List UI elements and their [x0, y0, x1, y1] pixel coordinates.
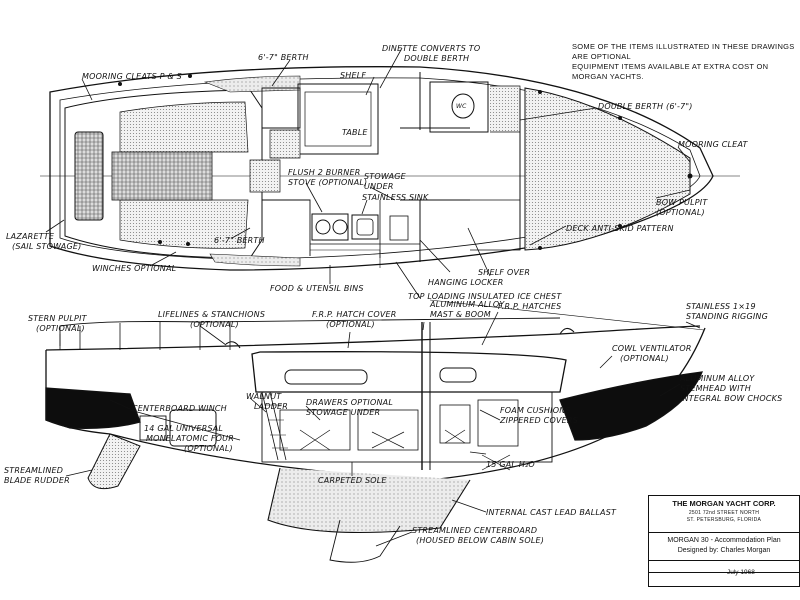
- label-lifelines-2: (OPTIONAL): [190, 320, 239, 329]
- label-sink: STAINLESS SINK: [362, 193, 429, 202]
- label-engine-2: ATOMIC FOUR: [176, 434, 234, 443]
- v-berth: [524, 87, 691, 251]
- label-sole: CARPETED SOLE: [318, 476, 387, 485]
- label-ice-chest: TOP LOADING INSULATED ICE CHEST: [408, 292, 562, 301]
- optional-equipment-note: SOME OF THE ITEMS ILLUSTRATED IN THESE D…: [572, 42, 800, 82]
- label-shelf-over-1: SHELF OVER: [478, 268, 531, 277]
- label-foam-2: ZIPPERED COVERS: [500, 416, 578, 425]
- label-water: 15 GAL H₂O: [486, 460, 535, 469]
- plan-hull-outline: [49, 66, 714, 271]
- label-berth-fwd: 6'-7" BERTH: [214, 236, 265, 245]
- drawing-date: July 1968: [727, 569, 755, 576]
- label-foam-1: FOAM CUSHIONS: [500, 406, 571, 415]
- label-stem-3: INTEGRAL BOW CHOCKS: [680, 394, 783, 403]
- label-berth-aft: 6'-7" BERTH: [258, 53, 309, 62]
- cockpit: [64, 89, 263, 259]
- firm-address-2: ST. PETERSBURG, FLORIDA: [686, 517, 762, 523]
- note-line-1: SOME OF THE ITEMS ILLUSTRATED IN THESE D…: [572, 42, 795, 61]
- label-ballast: INTERNAL CAST LEAD BALLAST: [486, 508, 617, 517]
- label-hatch-cover-1: F.R.P. HATCH COVER: [312, 310, 397, 319]
- title-block: THE MORGAN YACHT CORP. 2501 72nd STREET …: [648, 495, 800, 587]
- label-cowl-1: COWL VENTILATOR: [612, 344, 692, 353]
- note-line-2: EQUIPMENT ITEMS AVAILABLE AT EXTRA COST …: [572, 62, 769, 81]
- label-cb-2: (HOUSED BELOW CABIN SOLE): [416, 536, 545, 545]
- label-fuel-1: 14 GAL: [144, 424, 175, 433]
- label-rigging-2: STANDING RIGGING: [686, 312, 768, 321]
- label-mast-1: ALUMINUM ALLOY: [430, 300, 505, 309]
- label-table: TABLE: [342, 128, 368, 137]
- label-lazarette-1: LAZARETTE: [6, 232, 55, 241]
- rudder: [87, 433, 141, 490]
- label-lazarette-2: (SAIL STOWAGE): [12, 242, 82, 251]
- label-stem-2: STEMHEAD WITH: [680, 384, 751, 393]
- firm-name: THE MORGAN YACHT CORP.: [672, 499, 776, 508]
- label-bow-pulpit-1: BOW PULPIT: [656, 198, 708, 207]
- plan-view: [40, 66, 740, 271]
- plan-title: MORGAN 30 - Accommodation Plan: [667, 537, 781, 544]
- label-rigging-1: STAINLESS 1×19: [686, 302, 756, 311]
- label-stowage-2: UNDER: [364, 182, 394, 191]
- label-wc: WC: [456, 103, 467, 110]
- label-hatch-cover-2: (OPTIONAL): [326, 320, 375, 329]
- label-stern-pulpit-2: (OPTIONAL): [36, 324, 85, 333]
- label-dinette-2: DOUBLE BERTH: [404, 54, 470, 63]
- designer: Designed by: Charles Morgan: [677, 547, 771, 554]
- label-stern-pulpit-1: STERN PULPIT: [28, 314, 87, 323]
- label-cowl-2: (OPTIONAL): [620, 354, 669, 363]
- profile-leaders: [59, 311, 701, 547]
- label-stowage-1: STOWAGE: [364, 172, 406, 181]
- label-food-bins: FOOD & UTENSIL BINS: [270, 284, 364, 293]
- label-dinette-1: DINETTE CONVERTS TO: [382, 44, 481, 53]
- label-mooring-cleat: MOORING CLEAT: [678, 140, 748, 149]
- profile-view: [45, 299, 706, 563]
- label-walnut-1: WALNUT: [246, 392, 282, 401]
- firm-address-1: 2501 72nd STREET NORTH: [688, 510, 760, 516]
- label-engine-3: (OPTIONAL): [184, 444, 233, 453]
- label-walnut-2: LADDER: [254, 402, 289, 411]
- label-stove-2: STOVE (OPTIONAL): [288, 178, 368, 187]
- plan-leaders: [45, 47, 691, 299]
- label-cb-1: STREAMLINED CENTERBOARD: [412, 526, 538, 535]
- label-stem-1: ALUMINUM ALLOY: [680, 374, 755, 383]
- label-drawers-1: DRAWERS OPTIONAL: [306, 398, 393, 407]
- label-stove-1: FLUSH 2 BURNER: [288, 168, 361, 177]
- label-winches: WINCHES OPTIONAL: [92, 264, 177, 273]
- label-mast-2: MAST & BOOM: [430, 310, 491, 319]
- label-fuel-2: MONEL: [146, 434, 176, 443]
- label-shelf-over-2: HANGING LOCKER: [428, 278, 504, 287]
- label-rudder-2: BLADE RUDDER: [4, 476, 70, 485]
- label-double-berth: DOUBLE BERTH (6'-7"): [598, 102, 693, 111]
- label-rudder-1: STREAMLINED: [4, 466, 64, 475]
- label-frp-hatches: F.R.P. HATCHES: [498, 302, 562, 311]
- label-engine-1: UNIVERSAL: [176, 424, 224, 433]
- label-bow-pulpit-2: (OPTIONAL): [656, 208, 705, 217]
- label-lifelines-1: LIFELINES & STANCHIONS: [158, 310, 266, 319]
- label-shelf: SHELF: [340, 71, 367, 80]
- label-deck-antiskid: DECK ANTI-SKID PATTERN: [566, 224, 674, 233]
- label-drawers-2: STOWAGE UNDER: [306, 408, 381, 417]
- label-mooring-cleats: MOORING CLEATS P & S: [82, 72, 182, 81]
- label-cb-winch: CENTERBOARD WINCH: [132, 404, 227, 413]
